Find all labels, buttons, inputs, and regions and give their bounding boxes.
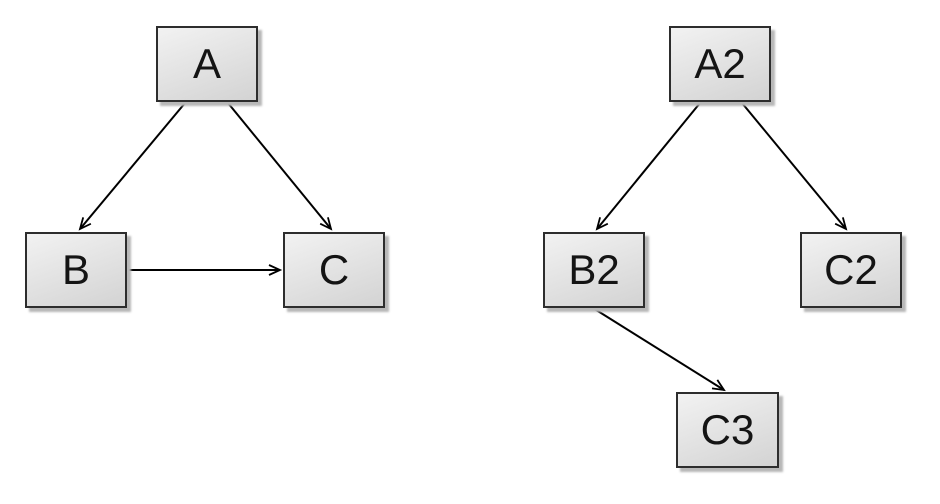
node-label-A2: A2	[694, 40, 746, 87]
node-label-C2: C2	[824, 246, 878, 293]
node-label-C3: C3	[700, 406, 755, 453]
node-B2: B2	[543, 232, 645, 308]
edge-B2-C3	[592, 307, 726, 392]
node-label-A: A	[192, 40, 221, 87]
node-A2: A2	[669, 26, 771, 102]
node-C2: C2	[800, 232, 902, 308]
edges-group	[78, 102, 848, 392]
edge-A-C	[227, 102, 333, 231]
node-label-B2: B2	[568, 246, 620, 293]
node-A: A	[156, 26, 258, 102]
edge-A2-C2	[741, 102, 848, 231]
node-label-B: B	[61, 246, 90, 293]
node-C: C	[283, 232, 385, 308]
node-B: B	[25, 232, 127, 308]
edge-A2-B2	[595, 102, 701, 231]
node-label-C: C	[318, 246, 350, 293]
edge-A-B	[78, 102, 186, 231]
node-C3: C3	[676, 392, 779, 468]
